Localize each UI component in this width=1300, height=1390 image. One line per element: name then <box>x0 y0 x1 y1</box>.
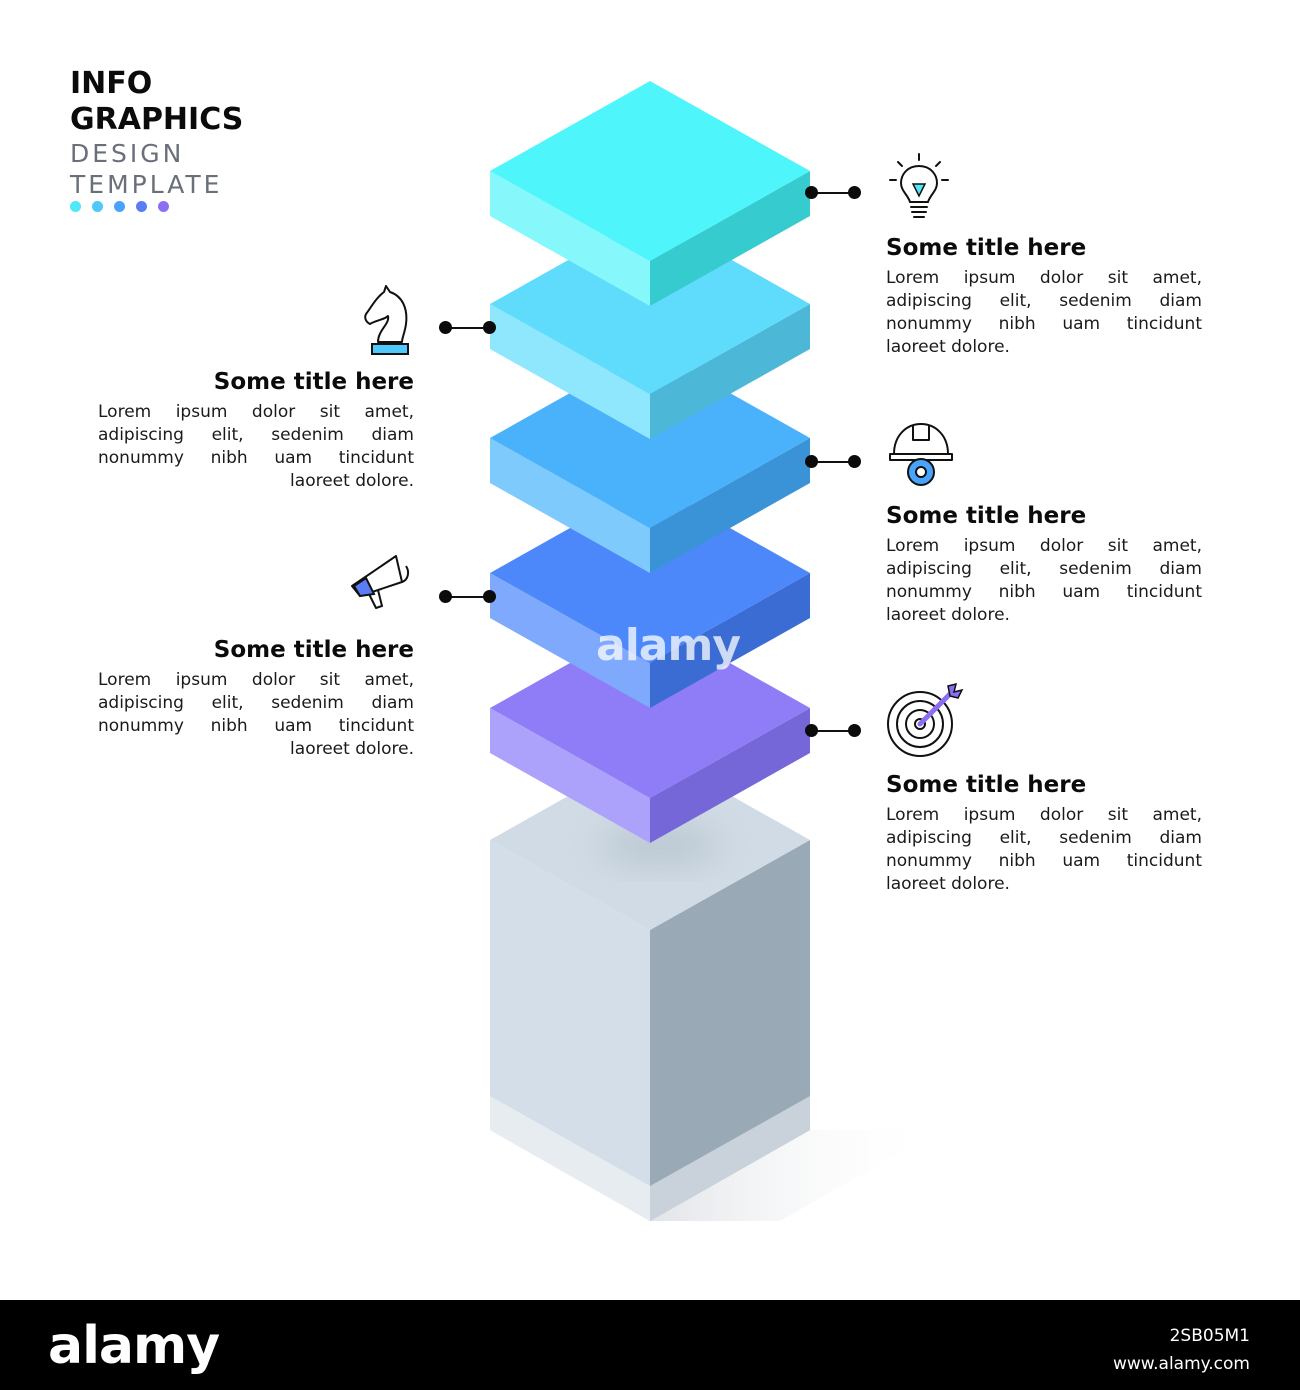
heading-dot-1 <box>70 201 81 212</box>
level-3-left-face <box>490 438 650 573</box>
level-1-top-face <box>490 81 810 261</box>
helmet-gear-icon <box>889 423 953 486</box>
infographic-heading: INFO GRAPHICS DESIGN TEMPLATE <box>70 66 243 200</box>
footer-image-info: 2SB05M1 www.alamy.com <box>1113 1322 1250 1378</box>
connector-2-line <box>446 327 489 329</box>
heading-dot-5 <box>158 201 169 212</box>
footer-bar: alamy 2SB05M1 www.alamy.com <box>0 1300 1300 1390</box>
item-5-title: Some title here <box>886 772 1087 798</box>
footer-image-id: 2SB05M1 <box>1169 1326 1250 1346</box>
connector-3-dot-a <box>805 455 818 468</box>
connector-1-line <box>811 192 854 194</box>
level-4-right-face <box>650 573 810 708</box>
heading-dots <box>70 201 169 212</box>
level-5-left-face <box>490 708 650 843</box>
heading-line-info: INFO <box>70 66 153 101</box>
megaphone-icon <box>351 555 410 609</box>
level-2-right-face <box>650 304 810 439</box>
connector-3-dot-b <box>848 455 861 468</box>
connector-3-line <box>811 461 854 463</box>
level-4-left-face <box>490 573 650 708</box>
footer-logo: alamy <box>48 1316 220 1376</box>
connector-2-dot-b <box>483 321 496 334</box>
level-3-right-face <box>650 438 810 573</box>
item-4-body: Lorem ipsum dolor sit amet, adipiscing e… <box>98 670 414 759</box>
level-5-right-face <box>650 708 810 843</box>
floor-shadow <box>650 1130 940 1221</box>
heading-line-template: TEMPLATE <box>70 170 223 199</box>
item-1-title: Some title here <box>886 235 1087 261</box>
connector-4-dot-b <box>483 590 496 603</box>
connector-4-dot-a <box>439 590 452 603</box>
heading-line-design: DESIGN <box>70 139 185 168</box>
base-left-band <box>490 1096 650 1221</box>
heading-dot-4 <box>136 201 147 212</box>
connector-2-dot-a <box>439 321 452 334</box>
connector-5-line <box>811 730 854 732</box>
center-watermark: alamy <box>596 620 741 671</box>
connector-5-dot-a <box>805 724 818 737</box>
item-4-title: Some title here <box>213 637 414 663</box>
item-3-body: Lorem ipsum dolor sit amet, adipiscing e… <box>886 536 1202 625</box>
connector-1-dot-b <box>848 186 861 199</box>
item-3-title: Some title here <box>886 503 1087 529</box>
layer-shadow-5 <box>600 827 720 863</box>
heading-dot-2 <box>92 201 103 212</box>
chess-knight-icon <box>364 285 409 355</box>
heading-line-graphics: GRAPHICS <box>70 102 244 137</box>
isometric-stack <box>490 81 940 1221</box>
base-right-band <box>650 1096 810 1221</box>
level-1-left-face <box>490 171 650 306</box>
item-1-body: Lorem ipsum dolor sit amet, adipiscing e… <box>886 268 1202 357</box>
connector-4-line <box>446 596 489 598</box>
item-5-body: Lorem ipsum dolor sit amet, adipiscing e… <box>886 805 1202 894</box>
level-2-left-face <box>490 304 650 439</box>
item-2-body: Lorem ipsum dolor sit amet, adipiscing e… <box>98 402 414 491</box>
heading-dot-3 <box>114 201 125 212</box>
target-arrow-icon <box>887 682 964 757</box>
connector-1-dot-a <box>805 186 818 199</box>
connector-5-dot-b <box>848 724 861 737</box>
level-1-right-face <box>650 171 810 306</box>
lightbulb-icon <box>889 153 949 218</box>
footer-site: www.alamy.com <box>1112 1354 1250 1374</box>
item-2-title: Some title here <box>213 369 414 395</box>
stack-block-level-1 <box>490 81 810 306</box>
